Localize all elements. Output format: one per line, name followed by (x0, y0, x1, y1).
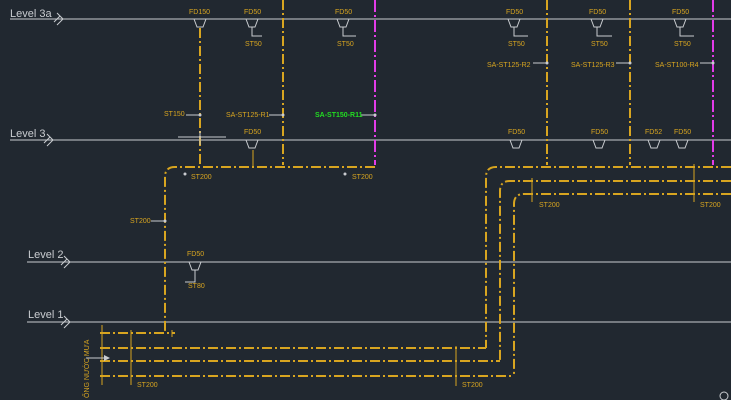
pipe-label: ST50 (674, 41, 691, 48)
pipe-st200-right-lower[interactable] (513, 193, 731, 376)
drain-label: FD50 (244, 9, 261, 16)
pipe-label: ST200 (539, 202, 560, 209)
pipe-label: SA-ST125-R1 (226, 112, 270, 119)
pipe-label: ST80 (188, 283, 205, 290)
level-3-marker: Level 3 (10, 128, 731, 147)
drain-label: FD52 (645, 129, 662, 136)
drain-label: FD50 (591, 129, 608, 136)
drain-label: FD50 (589, 9, 606, 16)
pipe-label: SA-ST100-R4 (655, 62, 699, 69)
pipe-label: ST200 (462, 382, 483, 389)
pipe-label: SA-ST125-R3 (571, 62, 615, 69)
drain-label: FD50 (187, 251, 204, 258)
pipe-label: ST50 (337, 41, 354, 48)
floor-drain-icon[interactable] (507, 18, 521, 28)
pipe-label: ST200 (352, 174, 373, 181)
label-leaders (151, 62, 713, 222)
drain-connectors (185, 27, 694, 283)
floor-drain-icon[interactable] (245, 139, 259, 149)
pipe-fittings (101, 131, 695, 386)
floor-drain-icon[interactable] (673, 18, 687, 28)
pipe-label-highlighted[interactable]: SA-ST150-R11 (315, 112, 363, 119)
level-1-label: Level 1 (28, 309, 63, 321)
vertical-pipe-label: ỐNG NƯỚC MƯA (81, 339, 91, 398)
level-1-marker: Level 1 (27, 309, 731, 329)
floor-drain-icon[interactable] (245, 18, 259, 28)
level-3a-marker: Level 3a (10, 8, 731, 26)
drain-label: FD50 (506, 9, 523, 16)
floor-drain-icon[interactable] (509, 139, 523, 149)
pipe-label: ST200 (700, 202, 721, 209)
floor-drain-icon[interactable] (647, 139, 661, 149)
floor-drain-icon[interactable] (592, 139, 606, 149)
pipe-label: ST50 (508, 41, 525, 48)
drain-label: FD50 (244, 129, 261, 136)
pipe-label: ST200 (130, 218, 151, 225)
flow-arrow-icon (86, 355, 110, 361)
level-3a-label: Level 3a (10, 8, 52, 20)
drain-label: FD50 (674, 129, 691, 136)
pipe-label: ST200 (137, 382, 158, 389)
pipe-st200-right-upper[interactable] (485, 166, 731, 348)
riser-lines[interactable] (374, 0, 714, 165)
floor-drain-icon[interactable] (336, 18, 350, 28)
floor-drain-icon[interactable] (590, 18, 604, 28)
floor-drain-icon[interactable] (193, 18, 207, 28)
ucs-marker-icon (719, 391, 729, 400)
pipe-label: SA-ST125-R2 (487, 62, 531, 69)
pipe-nodes (163, 61, 715, 223)
pipe-st200-right-mid[interactable] (499, 180, 731, 361)
floor-drain-icon[interactable] (188, 261, 202, 271)
level-3-label: Level 3 (10, 128, 45, 140)
drain-label: FD50 (672, 9, 689, 16)
drain-label: FD50 (508, 129, 525, 136)
pipe-label: ST50 (591, 41, 608, 48)
level-2-label: Level 2 (28, 249, 63, 261)
pipe-label: ST200 (191, 174, 212, 181)
level-2-marker: Level 2 (27, 249, 731, 269)
drain-label: FD50 (335, 9, 352, 16)
floor-drain-icon[interactable] (675, 139, 689, 149)
drain-label: FD150 (189, 9, 210, 16)
pipe-network[interactable] (100, 0, 731, 377)
pipe-label: ST50 (245, 41, 262, 48)
floor-drains[interactable] (188, 18, 689, 271)
pipe-st200-main-left[interactable] (164, 166, 375, 333)
pipe-label: ST150 (164, 111, 185, 118)
